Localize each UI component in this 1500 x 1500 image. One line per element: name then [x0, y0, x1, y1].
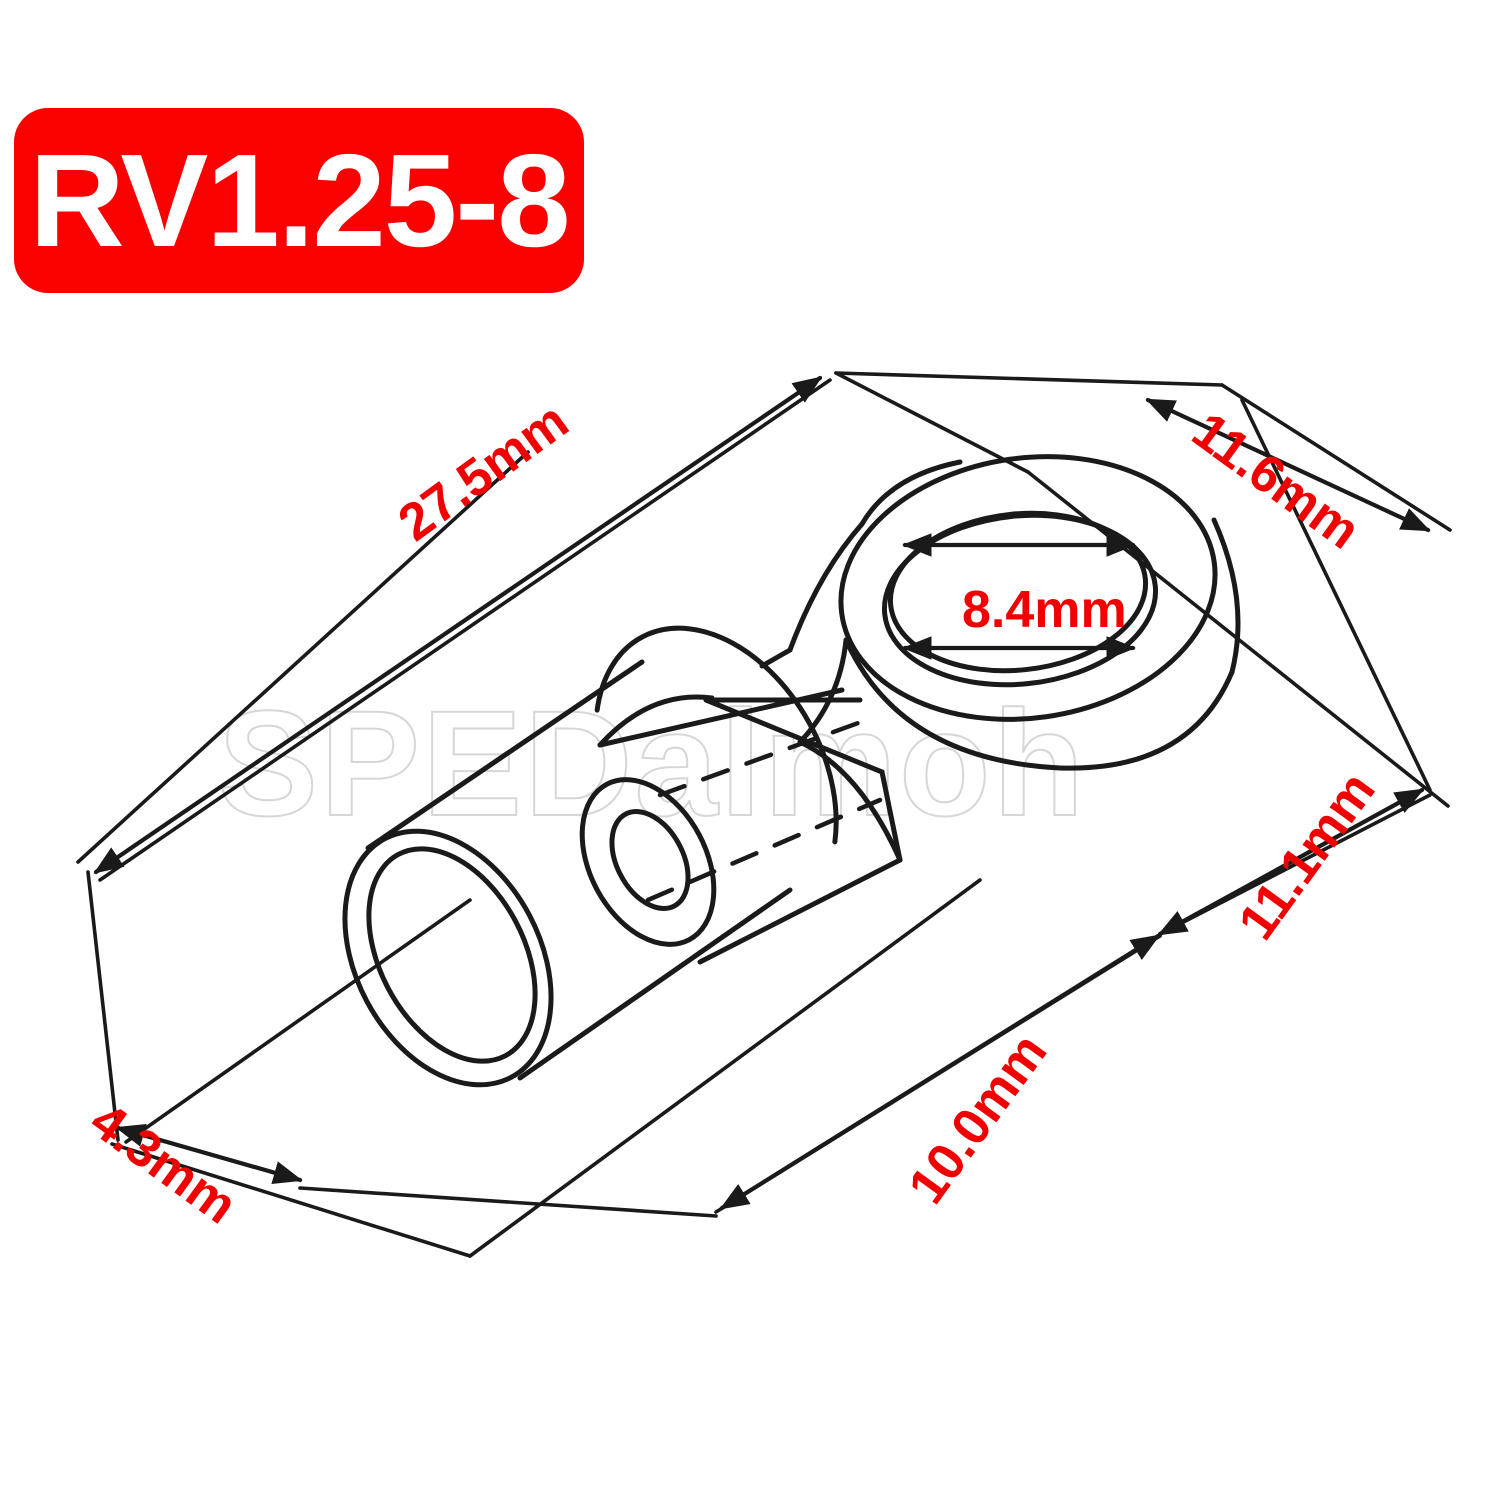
dimension-line-tongue-length	[1157, 787, 1425, 937]
dimension-line-overall-length	[93, 375, 823, 875]
dimension-line-barrel-bore	[115, 1123, 303, 1185]
ring-tongue	[759, 454, 1241, 863]
dimension-label-ring-hole-diameter: 8.4mm	[962, 581, 1127, 639]
extension-lines	[76, 371, 1452, 1258]
metal-barrel	[579, 687, 903, 965]
insulated-barrel	[342, 625, 839, 1088]
hidden-lines-dashed	[645, 715, 883, 903]
dimension-line-ring-outer-width	[1145, 397, 1431, 533]
product-code-badge: RV1.25-8	[14, 108, 584, 293]
product-code-label: RV1.25-8	[29, 126, 570, 274]
dimension-line-barrel-length	[719, 933, 1161, 1211]
